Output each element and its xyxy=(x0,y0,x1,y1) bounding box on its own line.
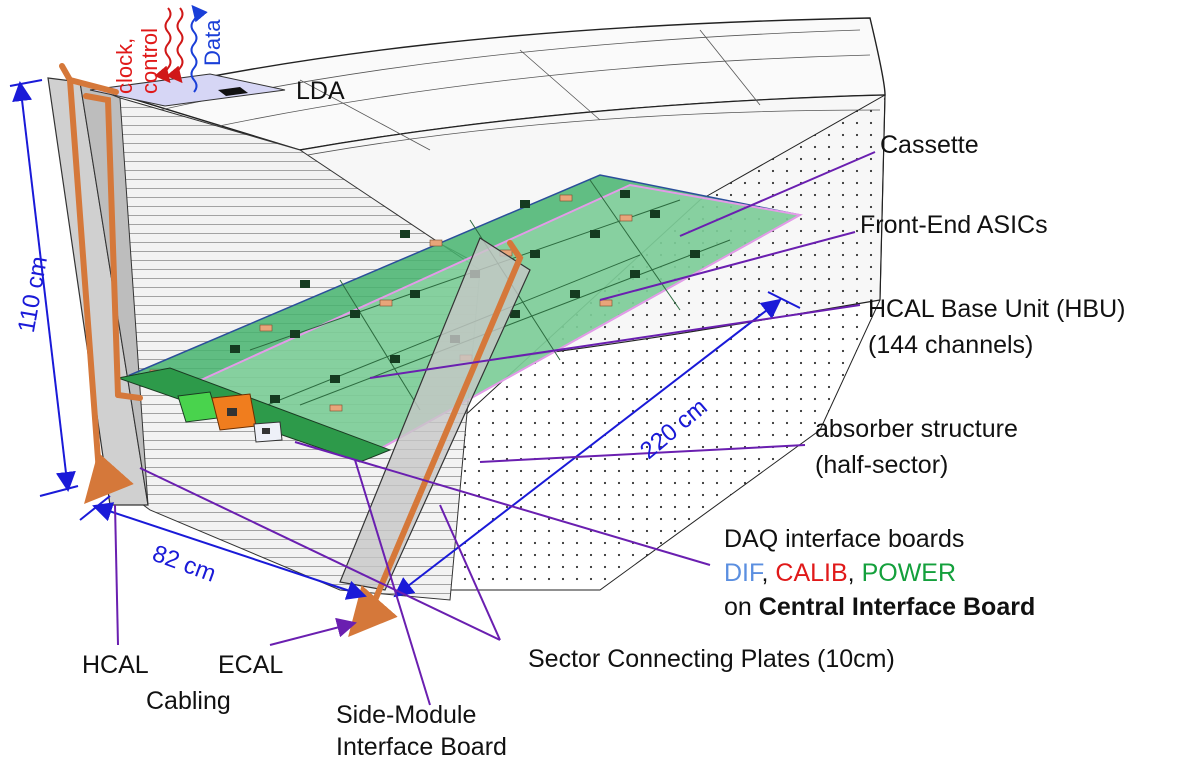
separator-2: , xyxy=(847,559,862,587)
ecal-label: ECAL xyxy=(218,651,284,679)
leader-lines xyxy=(114,151,876,706)
hcal-label: HCAL xyxy=(82,651,149,679)
signal-arrows xyxy=(154,4,208,93)
control-label: control xyxy=(137,27,162,94)
separator-1: , xyxy=(761,559,776,587)
absorber-label-line2: (half-sector) xyxy=(815,451,949,479)
hbu-label-line2: (144 channels) xyxy=(868,331,1034,359)
central-interface-board-label: Central Interface Board xyxy=(758,593,1036,621)
side-module-label-line1: Side-Module xyxy=(336,701,477,729)
lda-board xyxy=(89,73,286,107)
side-module-label-line2: Interface Board xyxy=(336,733,507,761)
clock-label: clock, xyxy=(112,37,137,94)
hbu-label-line1: HCAL Base Unit (HBU) xyxy=(868,295,1126,323)
cassette-label: Cassette xyxy=(880,131,979,159)
daq-label-line2: DIF, CALIB, POWER xyxy=(724,558,956,588)
dif-label: DIF xyxy=(724,559,762,587)
absorber-label-line1: absorber structure xyxy=(815,415,1018,443)
cabling-label: Cabling xyxy=(146,687,231,715)
data-label: Data xyxy=(200,19,225,66)
daq-label-line1: DAQ interface boards xyxy=(724,525,965,553)
front-end-asics-label: Front-End ASICs xyxy=(860,211,1048,239)
lda-label: LDA xyxy=(296,77,345,105)
daq-label-line3: on Central Interface Board xyxy=(724,592,1035,622)
power-label: POWER xyxy=(861,559,957,587)
calib-label: CALIB xyxy=(775,559,848,587)
on-label: on xyxy=(724,593,759,621)
central-interface-board xyxy=(116,367,392,463)
sector-plates-label: Sector Connecting Plates (10cm) xyxy=(528,645,895,673)
